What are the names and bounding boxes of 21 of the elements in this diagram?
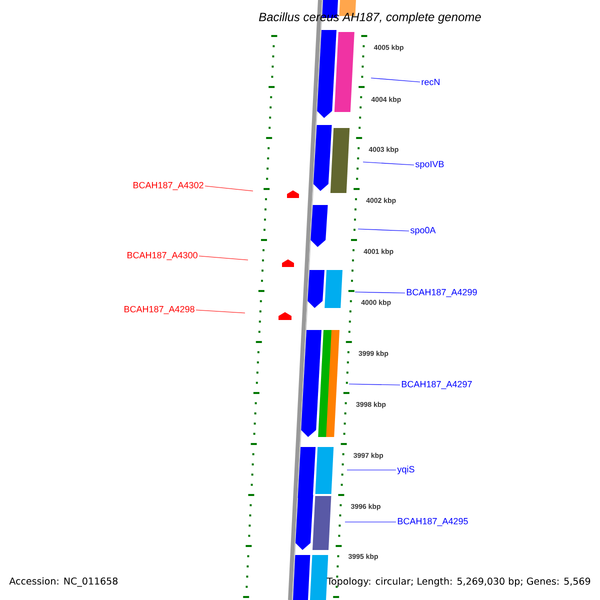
gene-label: yqiS [397, 466, 414, 474]
genome-summary: Topology: circular; Length: 5,269,030 bp; Genes: 5,569 [326, 577, 590, 587]
leader-line [204, 186, 254, 192]
leader-line [198, 256, 248, 260]
gene-label: BCAH187_A4299 [406, 288, 477, 298]
leader-line [354, 292, 406, 294]
leader-line [362, 162, 414, 166]
title: Bacillus cereus AH187, complete genome [258, 12, 481, 24]
gene-label: BCAH187_A4302 [134, 182, 204, 190]
gene-label: spo0A [410, 226, 436, 236]
gene-label: BCAH187_A4295 [398, 518, 468, 526]
gene-label: BCAH187_A4300 [127, 252, 198, 260]
leader-line [370, 78, 420, 82]
gene-label: BCAH187_A4297 [402, 380, 472, 390]
leader-line [358, 228, 410, 232]
gene-label: recN [422, 78, 440, 86]
gene-label: BCAH187_A4298 [124, 306, 194, 314]
leader-line [196, 310, 246, 314]
leader-line [348, 384, 400, 386]
accession-text: Accession: NC_011658 [9, 577, 118, 587]
gene-label: spoIVB [415, 160, 444, 170]
